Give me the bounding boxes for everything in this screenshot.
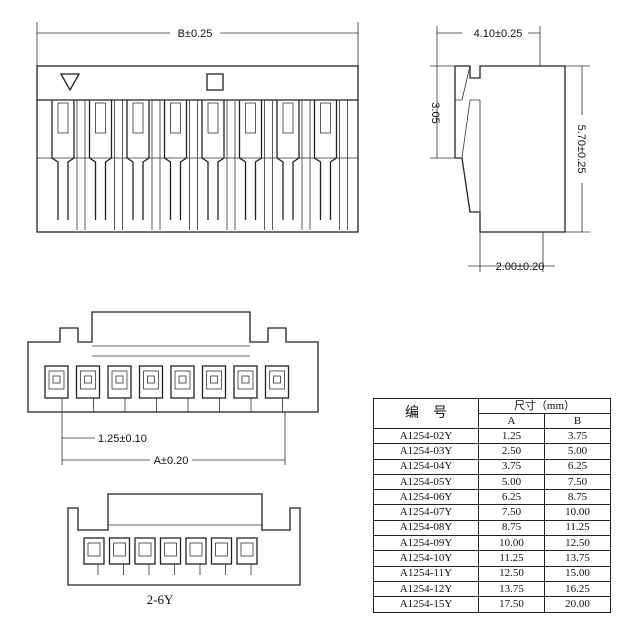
a-dimension-label: A±0.20: [154, 455, 189, 467]
top-pin-slot: [201, 100, 236, 230]
cell-b: 16.25: [544, 580, 611, 598]
top-view: B±0.25: [36, 22, 359, 233]
cell-a: 12.50: [478, 565, 545, 582]
cell-a: 17.50: [478, 596, 545, 613]
cell-part: A1254-12Y: [373, 580, 479, 598]
cell-b: 8.75: [544, 489, 611, 506]
cell-part: A1254-03Y: [373, 443, 479, 460]
small-pin-cavity: [185, 537, 207, 575]
front-pin-cavity: [264, 365, 290, 412]
cell-part: A1254-15Y: [373, 596, 479, 613]
header-size: 尺寸（mm）: [478, 398, 611, 414]
height-305-label: 3.05: [429, 102, 441, 123]
total-height-label: 5.70±0.25: [575, 125, 587, 174]
cell-b: 11.25: [544, 519, 611, 537]
pitch-dimension-label: 1.25±0.10: [98, 433, 147, 445]
cell-b: 6.25: [544, 458, 611, 475]
cell-b: 3.75: [544, 427, 611, 445]
cell-b: 20.00: [544, 596, 611, 613]
front-pin-cavity: [107, 365, 132, 412]
small-view-2-6y: 2-6Y: [67, 493, 301, 607]
connector-body: [36, 65, 359, 233]
cell-b: 7.50: [544, 473, 611, 491]
cell-b: 10.00: [544, 504, 611, 521]
top-pin-slot: [163, 100, 198, 230]
cell-part: A1254-11Y: [373, 565, 479, 582]
small-pin-cavity: [210, 537, 233, 575]
top-pin-slot: [313, 100, 348, 230]
cell-part: A1254-07Y: [373, 504, 479, 521]
cell-a: 6.25: [478, 489, 545, 506]
cell-a: 3.75: [478, 458, 545, 475]
small-pin-cavity: [108, 537, 131, 575]
cell-a: 10.00: [478, 535, 545, 552]
top-pin-slot: [51, 100, 86, 230]
front-pin-cavity: [233, 365, 258, 412]
cell-part: A1254-02Y: [373, 427, 479, 445]
cell-part: A1254-04Y: [373, 458, 479, 475]
cell-part: A1254-06Y: [373, 489, 479, 506]
top-pin-slot: [238, 100, 273, 230]
header-col-a: A: [478, 413, 545, 429]
small-pin-cavity: [83, 537, 105, 575]
top-pin-slot: [276, 100, 311, 230]
top-pin-slot: [126, 100, 161, 230]
cell-a: 5.00: [478, 473, 545, 491]
cell-a: 1.25: [478, 427, 545, 445]
cell-part: A1254-08Y: [373, 519, 479, 537]
cell-b: 13.75: [544, 550, 611, 567]
front-pin-cavity: [170, 365, 195, 412]
width-dimension-label: B±0.25: [178, 28, 213, 40]
cell-b: 15.00: [544, 565, 611, 582]
cell-b: 12.50: [544, 535, 611, 552]
small-pin-cavity: [134, 537, 156, 575]
bottom-width-label: 2.00±0.20: [496, 261, 545, 273]
front-pin-cavity: [201, 365, 227, 412]
header-col-b: B: [544, 413, 611, 429]
side-width-label: 4.10±0.25: [474, 28, 523, 40]
cell-a: 2.50: [478, 443, 545, 460]
small-pin-cavity: [159, 537, 182, 575]
front-pin-cavity: [138, 365, 164, 412]
cell-part: A1254-09Y: [373, 535, 479, 552]
square-marker: [206, 73, 224, 91]
pin1-triangle-marker: [59, 73, 81, 92]
cell-a: 8.75: [478, 519, 545, 537]
header-part-number: 编 号: [373, 398, 479, 429]
front-pin-cavity: [75, 365, 101, 412]
cell-b: 5.00: [544, 443, 611, 460]
cell-part: A1254-10Y: [373, 550, 479, 567]
small-pin-cavity: [236, 537, 258, 575]
front-view: 1.25±0.10 A±0.20: [27, 311, 319, 467]
front-pin-cavity: [44, 365, 69, 412]
top-pin-slot: [88, 100, 123, 230]
cell-a: 13.75: [478, 580, 545, 598]
cell-part: A1254-05Y: [373, 473, 479, 491]
cell-a: 11.25: [478, 550, 545, 567]
cell-a: 7.50: [478, 504, 545, 521]
side-view: 4.10±0.25 3.05 5.70±0.25 2.00±0.20: [429, 26, 590, 273]
small-view-label: 2-6Y: [147, 592, 174, 607]
